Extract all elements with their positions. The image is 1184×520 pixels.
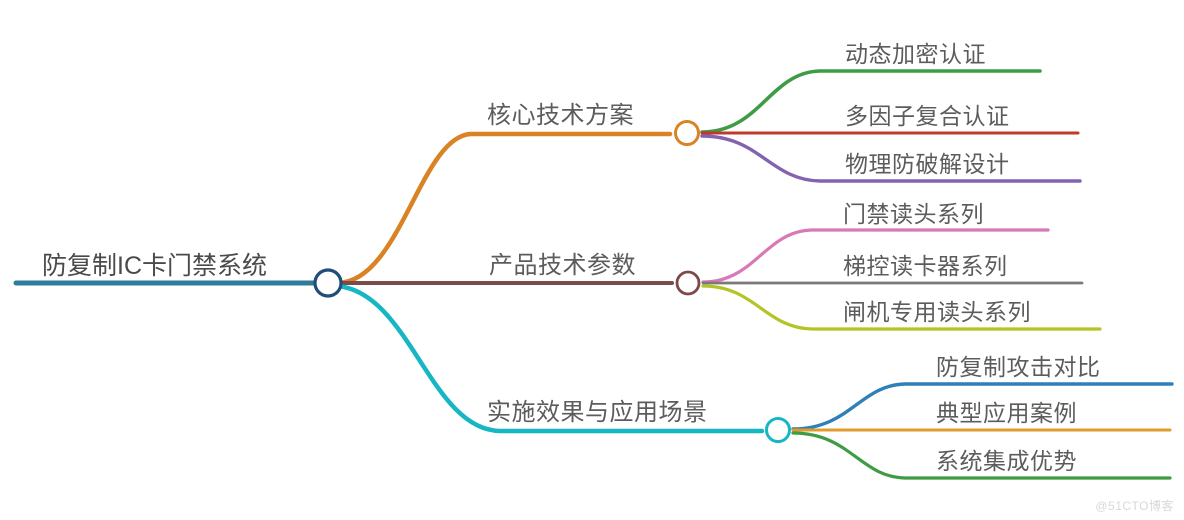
leaf-label-gate-reader-series[interactable]: 闸机专用读头系列 [843,299,1031,325]
leaf-connector-1-1 [700,69,1042,134]
branch-node-circle-3[interactable] [765,417,791,443]
branch-node-circle-2[interactable] [675,270,701,296]
leaf-label-access-reader-series[interactable]: 门禁读头系列 [843,201,984,227]
leaf-connector-1-3 [700,134,1082,183]
root-node-circle[interactable] [313,268,343,298]
leaf-label-physical-anti-crack[interactable]: 物理防破解设计 [845,151,1010,177]
branch-label-product-params[interactable]: 产品技术参数 [489,252,636,279]
branch-connector-1 [334,131,673,286]
leaf-connector-2-3 [701,284,1102,331]
branch-node-circle-1[interactable] [674,120,700,146]
leaf-label-anticopy-attack-comparison[interactable]: 防复制攻击对比 [936,354,1101,380]
leaf-label-typical-application-cases[interactable]: 典型应用案例 [936,400,1077,426]
leaf-connector-3-1 [791,382,1174,431]
branch-connector-3 [334,283,765,434]
leaf-label-elevator-reader-series[interactable]: 梯控读卡器系列 [843,253,1008,279]
root-node-label[interactable]: 防复制IC卡门禁系统 [42,252,268,280]
branch-label-core-tech[interactable]: 核心技术方案 [487,102,634,129]
leaf-connector-2-1 [701,228,1050,284]
branch-label-effects-scenarios[interactable]: 实施效果与应用场景 [487,399,708,426]
leaf-label-system-integration-advantages[interactable]: 系统集成优势 [936,448,1077,474]
leaf-label-multifactor-auth[interactable]: 多因子复合认证 [845,103,1010,129]
leaf-connector-3-3 [791,431,1172,480]
watermark-text: @51CTO博客 [1095,499,1174,513]
leaf-label-dynamic-encryption-auth[interactable]: 动态加密认证 [845,41,986,67]
